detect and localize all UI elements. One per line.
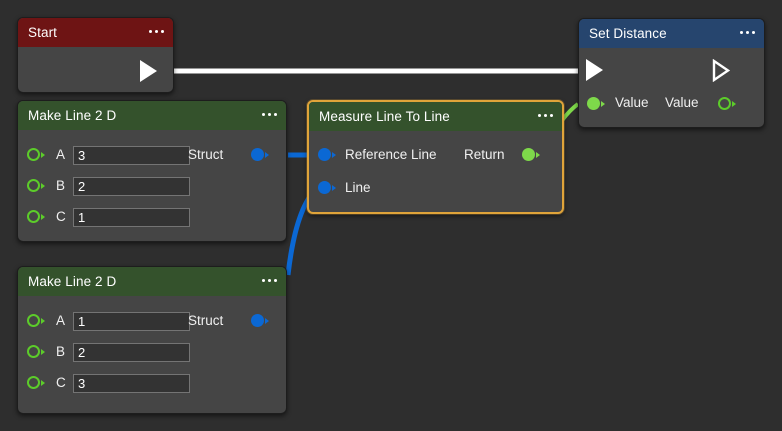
input-pin-a[interactable] (27, 314, 45, 327)
input-label-b: B (56, 344, 66, 359)
node-make-line-2d-top[interactable]: Make Line 2 D A B C (17, 100, 287, 242)
input-label-b: B (56, 178, 66, 193)
input-label-reference-line: Reference Line (345, 147, 437, 162)
input-pin-reference-line[interactable] (318, 148, 336, 161)
ellipsis-icon[interactable] (148, 29, 164, 36)
pin-arrow-icon (265, 317, 269, 324)
input-pin-c[interactable] (27, 210, 45, 223)
output-label-struct: Struct (188, 313, 224, 328)
node-make-line-2d-bottom[interactable]: Make Line 2 D A B C (17, 266, 287, 414)
node-make-line-2d-top-title: Make Line 2 D (28, 108, 117, 123)
node-set-distance-title: Set Distance (589, 26, 667, 41)
input-field-a[interactable] (73, 146, 190, 165)
input-label-c: C (56, 209, 66, 224)
node-make-line-2d-bottom-title: Make Line 2 D (28, 274, 117, 289)
pin-arrow-icon (41, 379, 45, 386)
pin-circle-icon (522, 148, 535, 161)
pin-circle-icon (318, 181, 331, 194)
node-measure-line-to-line-title: Measure Line To Line (319, 109, 450, 124)
pin-circle-icon (587, 97, 600, 110)
ellipsis-icon[interactable] (261, 278, 277, 285)
input-field-c[interactable] (73, 208, 190, 227)
input-field-b[interactable] (73, 343, 190, 362)
output-pin-struct[interactable] (251, 148, 269, 161)
pin-arrow-icon (265, 151, 269, 158)
pin-arrow-icon (41, 182, 45, 189)
input-field-c[interactable] (73, 374, 190, 393)
node-make-line-2d-bottom-header[interactable]: Make Line 2 D (18, 267, 286, 296)
node-measure-line-to-line[interactable]: Measure Line To Line Reference Line Line… (307, 100, 564, 214)
pin-circle-icon (27, 314, 40, 327)
pin-circle-icon (27, 179, 40, 192)
input-label-value: Value (615, 95, 649, 110)
node-start-title: Start (28, 25, 58, 40)
ellipsis-icon[interactable] (537, 113, 553, 120)
input-pin-line[interactable] (318, 181, 336, 194)
input-label-line: Line (345, 180, 371, 195)
node-start[interactable]: Start (17, 17, 174, 93)
node-start-body (18, 47, 173, 92)
pin-arrow-icon (601, 100, 605, 107)
exec-out-arrow-icon[interactable] (712, 59, 731, 82)
node-make-line-2d-top-header[interactable]: Make Line 2 D (18, 101, 286, 130)
node-set-distance-header[interactable]: Set Distance (579, 19, 764, 48)
node-measure-line-to-line-header[interactable]: Measure Line To Line (309, 102, 562, 131)
output-pin-value[interactable] (718, 97, 736, 110)
input-pin-c[interactable] (27, 376, 45, 389)
pin-arrow-icon (41, 317, 45, 324)
output-pin-return[interactable] (522, 148, 540, 161)
node-set-distance[interactable]: Set Distance Value Value (578, 18, 765, 128)
node-start-header[interactable]: Start (18, 18, 173, 47)
exec-in-arrow-icon[interactable] (586, 59, 603, 81)
output-label-struct: Struct (188, 147, 224, 162)
input-label-a: A (56, 147, 66, 162)
node-set-distance-body: Value Value (579, 48, 764, 127)
input-pin-value[interactable] (587, 97, 605, 110)
input-field-b[interactable] (73, 177, 190, 196)
output-pin-struct[interactable] (251, 314, 269, 327)
pin-circle-icon (251, 314, 264, 327)
pin-arrow-icon (41, 213, 45, 220)
node-make-line-2d-bottom-body: A B C Struct (18, 296, 286, 413)
pin-arrow-icon (332, 151, 336, 158)
pin-circle-icon (718, 97, 731, 110)
exec-out-arrow-icon[interactable] (140, 60, 157, 82)
input-label-a: A (56, 313, 66, 328)
node-measure-line-to-line-body: Reference Line Line Return (309, 131, 562, 212)
output-label-return: Return (464, 147, 505, 162)
pin-arrow-icon (536, 151, 540, 158)
pin-circle-icon (318, 148, 331, 161)
input-pin-b[interactable] (27, 179, 45, 192)
output-label-value: Value (665, 95, 699, 110)
node-make-line-2d-top-body: A B C Struct (18, 130, 286, 241)
pin-circle-icon (27, 376, 40, 389)
ellipsis-icon[interactable] (261, 112, 277, 119)
pin-circle-icon (27, 210, 40, 223)
pin-circle-icon (251, 148, 264, 161)
pin-arrow-icon (41, 348, 45, 355)
pin-circle-icon (27, 345, 40, 358)
input-pin-a[interactable] (27, 148, 45, 161)
pin-arrow-icon (332, 184, 336, 191)
ellipsis-icon[interactable] (739, 30, 755, 37)
pin-arrow-icon (732, 100, 736, 107)
input-pin-b[interactable] (27, 345, 45, 358)
input-field-a[interactable] (73, 312, 190, 331)
input-label-c: C (56, 375, 66, 390)
pin-circle-icon (27, 148, 40, 161)
pin-arrow-icon (41, 151, 45, 158)
